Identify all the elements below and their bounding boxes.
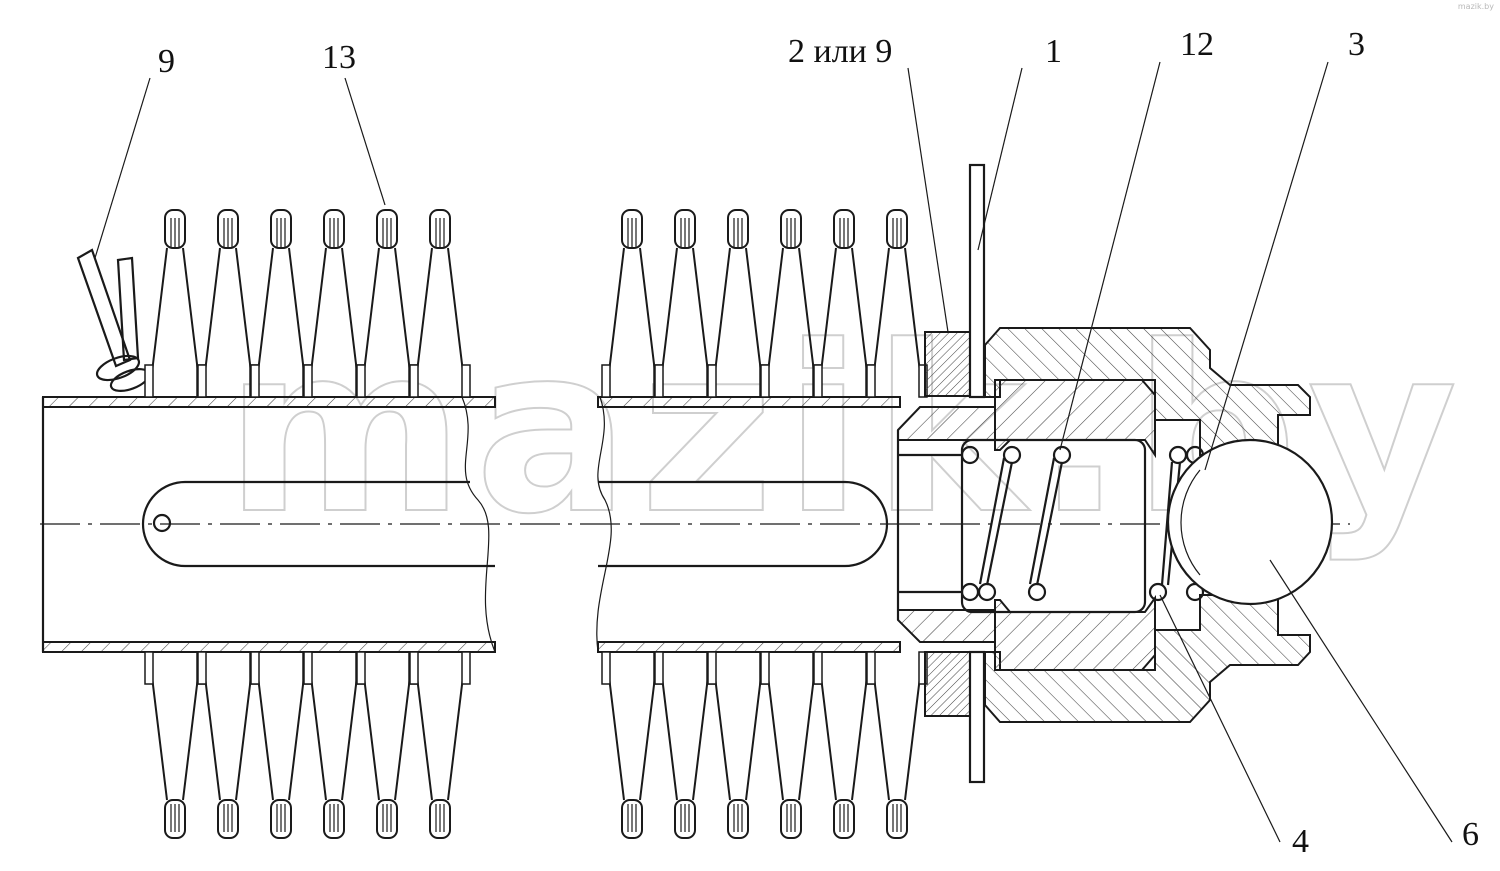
label-2-or-9: 2 или 9 [788,33,892,70]
bristle-tuft [866,209,928,398]
label-13: 13 [322,39,356,76]
leader-lines [94,61,1453,843]
bristle-tuft [197,651,259,839]
spring-housing [960,379,1156,671]
label-9: 9 [158,43,175,80]
bristle-tuft [654,651,716,839]
bristle-tuft [866,651,928,839]
label-12: 12 [1180,26,1214,63]
bristle-tuft [356,651,418,839]
bristle-tuft [707,651,769,839]
bristles-top [144,209,928,398]
tube-body [41,396,901,653]
bristle-tuft [760,651,822,839]
bristle-tuft [409,209,471,398]
bristle-tuft [303,651,365,839]
label-1: 1 [1045,33,1062,70]
bristle-tuft [144,651,206,839]
label-4: 4 [1292,823,1309,860]
corner-watermark: mazik.by [1457,2,1494,11]
bristle-tuft [144,209,206,398]
spring-inner [960,445,1072,602]
bristles-bottom [144,651,928,839]
fitting-sleeve [896,406,996,643]
bristle-tuft [409,651,471,839]
tube-slot [141,480,889,568]
label-6: 6 [1462,816,1479,853]
label-3: 3 [1348,26,1365,63]
wire-tie [76,248,151,392]
valve-ball [1166,438,1334,606]
bristle-tuft [250,651,312,839]
bristle-tuft [601,651,663,839]
bristle-tuft [813,651,875,839]
plate [968,163,986,784]
